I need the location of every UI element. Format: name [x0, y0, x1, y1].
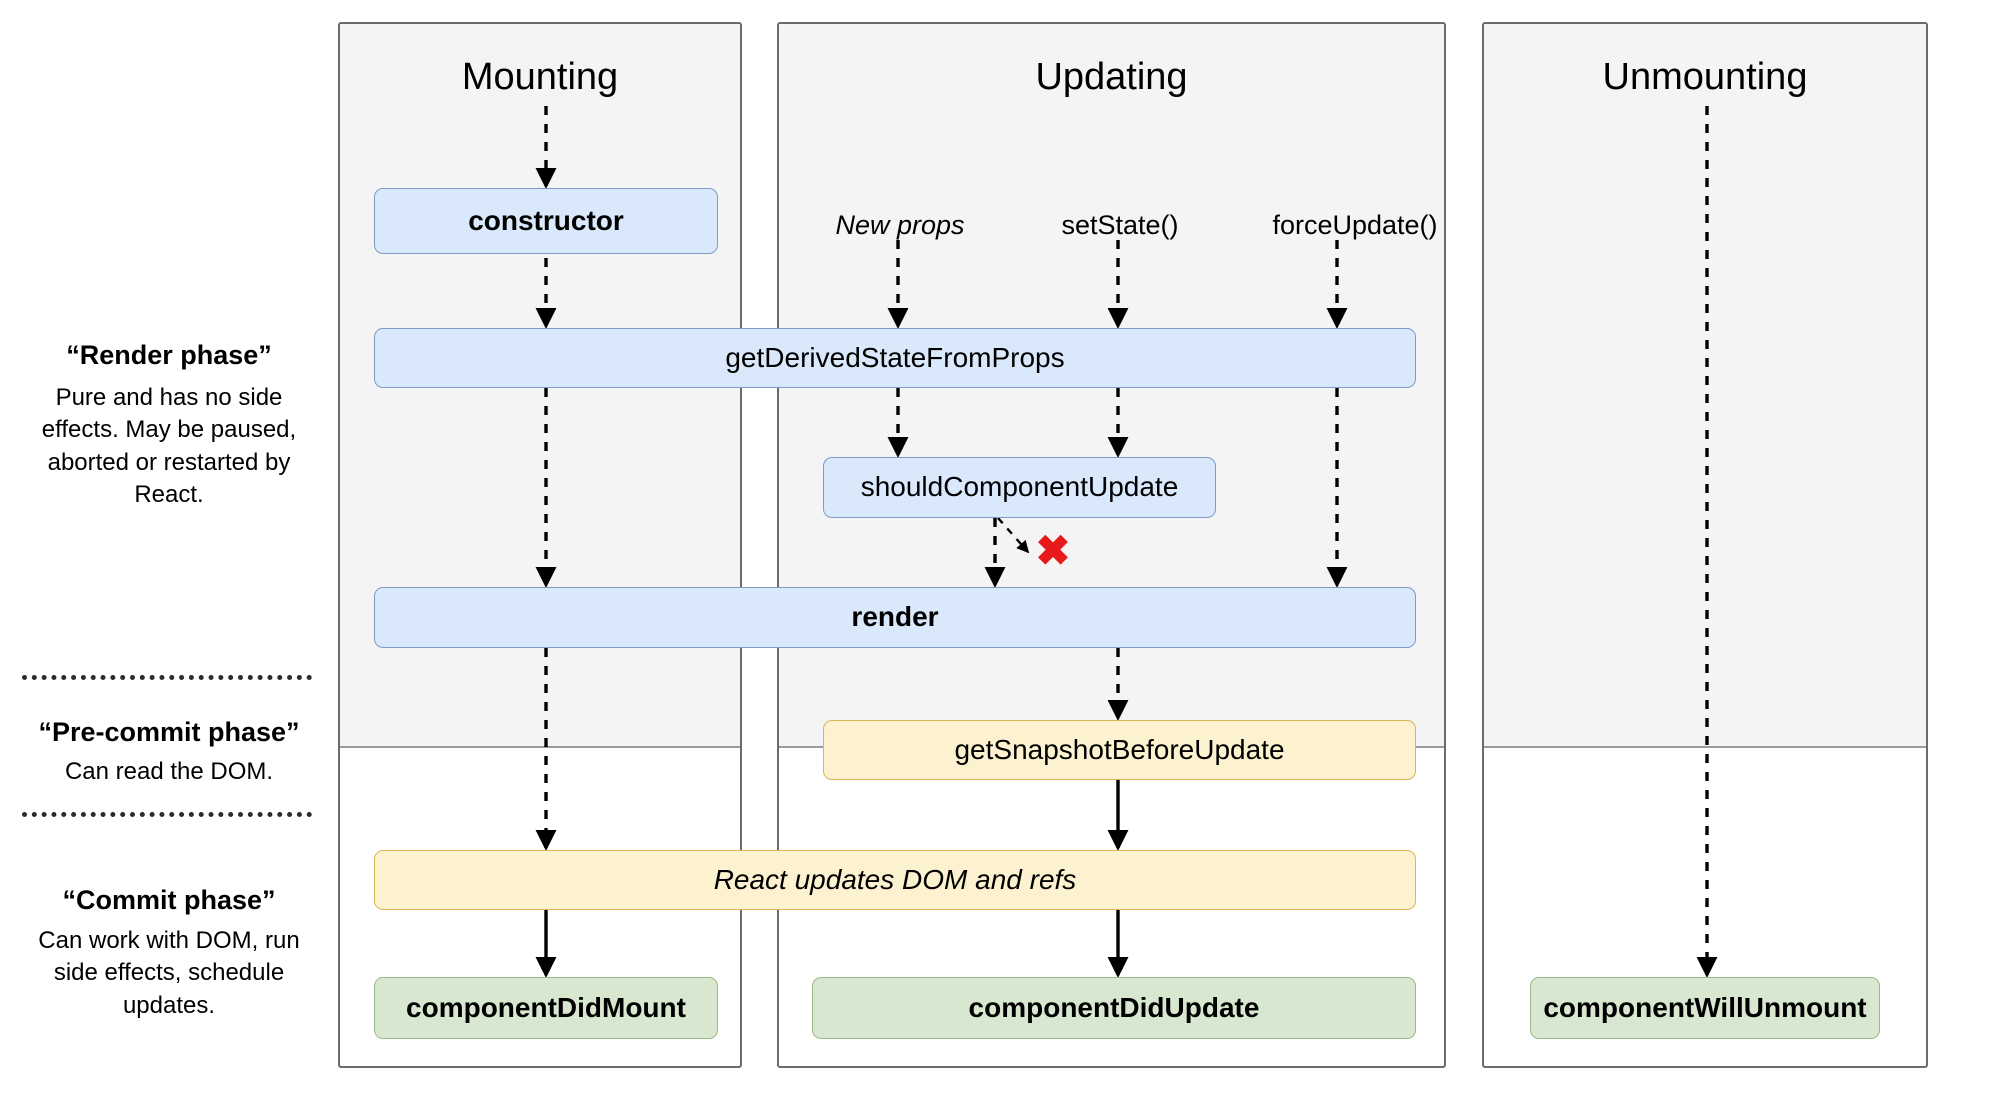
legend-title-commit-phase: “Commit phase” — [62, 885, 276, 915]
box-render[interactable]: render — [374, 587, 1416, 648]
column-title-mounting: Mounting — [461, 56, 619, 98]
legend-title-pre-commit-phase: “Pre-commit phase” — [38, 717, 300, 747]
box-component-did-mount[interactable]: componentDidMount — [374, 977, 718, 1039]
legend-divider-bottom — [22, 812, 312, 817]
legend-body-render-phase: Pure and has no side effects. May be pau… — [41, 384, 297, 509]
trigger-label-force-update: forceUpdate() — [1272, 210, 1438, 240]
box-get-derived-state-from-props[interactable]: getDerivedStateFromProps — [374, 328, 1416, 388]
box-component-will-unmount[interactable]: componentWillUnmount — [1530, 977, 1880, 1039]
legend-body-pre-commit-phase: Can read the DOM. — [64, 758, 274, 785]
column-unmounting-render-bg — [1484, 24, 1926, 748]
legend-divider-top — [22, 675, 312, 680]
trigger-label-new-props: New props — [835, 210, 965, 240]
box-component-did-update[interactable]: componentDidUpdate — [812, 977, 1416, 1039]
box-get-snapshot-before-update[interactable]: getSnapshotBeforeUpdate — [823, 720, 1416, 780]
trigger-label-set-state: setState() — [1061, 210, 1179, 240]
skip-render-x-icon: ✖ — [1035, 527, 1071, 574]
legend-body-commit-phase: Can work with DOM, run side effects, sch… — [38, 927, 300, 1019]
box-should-component-update[interactable]: shouldComponentUpdate — [823, 457, 1216, 518]
box-react-updates-dom-and-refs[interactable]: React updates DOM and refs — [374, 850, 1416, 910]
column-title-unmounting: Unmounting — [1602, 56, 1808, 98]
column-title-updating: Updating — [1035, 56, 1188, 98]
box-constructor[interactable]: constructor — [374, 188, 718, 254]
legend-title-render-phase: “Render phase” — [66, 340, 272, 370]
